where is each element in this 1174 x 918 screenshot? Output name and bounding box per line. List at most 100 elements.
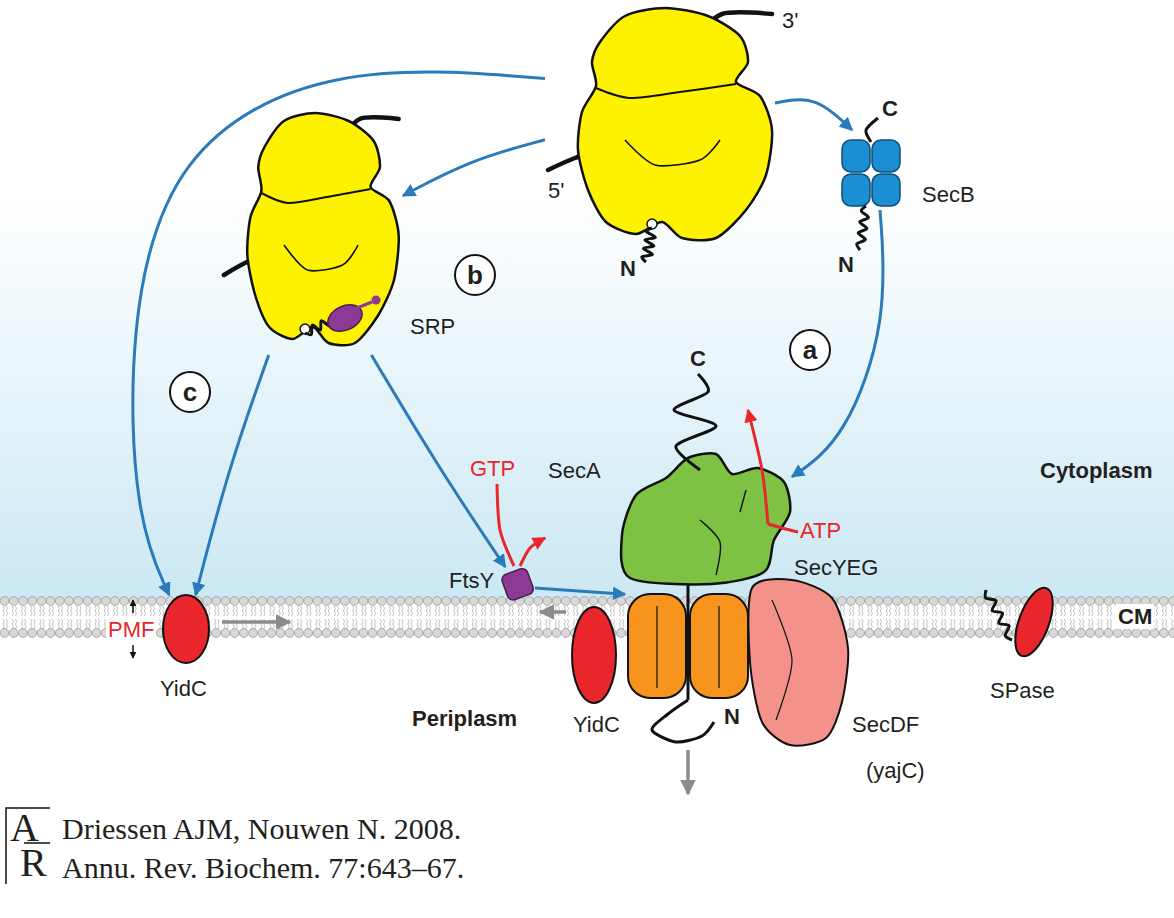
- lipid-head: [617, 629, 626, 638]
- lipid-head: [543, 629, 552, 638]
- secy-half: [628, 594, 686, 698]
- lipid-head: [1159, 629, 1168, 638]
- lipid-head: [957, 597, 966, 606]
- lipid-head: [37, 597, 46, 606]
- lipid-head: [37, 629, 46, 638]
- lipid-head: [74, 597, 83, 606]
- ribosome-illustration: [548, 8, 772, 240]
- lipid-head: [9, 629, 18, 638]
- lipid-head: [607, 597, 616, 606]
- pathway-arrow: [535, 588, 625, 594]
- lipid-head: [83, 597, 92, 606]
- lipid-head: [295, 597, 304, 606]
- lipid-head: [580, 597, 589, 606]
- lipid-head: [985, 629, 994, 638]
- lipid-head: [469, 629, 478, 638]
- ribosome: 3'5'N: [545, 5, 775, 250]
- lipid-head: [911, 597, 920, 606]
- lipid-head: [0, 629, 9, 638]
- pathway-letter: a: [789, 329, 831, 371]
- lipid-head: [92, 629, 101, 638]
- lipid-head: [525, 629, 534, 638]
- seca-detail: [700, 520, 720, 575]
- lipid-head: [295, 629, 304, 638]
- signal-sequence: [857, 206, 869, 250]
- lipid-head: [460, 629, 469, 638]
- secyeg-channel: SecYEG: [625, 592, 750, 700]
- lipid-head: [28, 597, 37, 606]
- lipid-head: [65, 629, 74, 638]
- lipid-head: [46, 629, 55, 638]
- part-label: SecYEG: [794, 555, 878, 580]
- lipid-head: [1058, 597, 1067, 606]
- spase-protein: [1008, 583, 1061, 661]
- secb-subunit: [872, 140, 900, 172]
- lipid-head: [966, 597, 975, 606]
- secdf-detail: [772, 600, 792, 720]
- lipid-head: [1132, 629, 1141, 638]
- lipid-head: [230, 629, 239, 638]
- lipid-head: [1104, 597, 1113, 606]
- lipid-head: [423, 629, 432, 638]
- atp-line: [768, 524, 798, 532]
- lipid-head: [451, 597, 460, 606]
- lipid-head: [488, 597, 497, 606]
- secb-subunit: [872, 174, 900, 206]
- lipid-head: [883, 597, 892, 606]
- part-label: (yajC): [866, 758, 925, 783]
- seca-atpase: CSecA: [622, 450, 792, 584]
- movement-arrow: [540, 610, 566, 614]
- lipid-head: [285, 629, 294, 638]
- lipid-head: [55, 629, 64, 638]
- lipid-head: [911, 629, 920, 638]
- lipid-head: [267, 597, 276, 606]
- part-label: SecB: [922, 182, 975, 207]
- lipid-head: [322, 629, 331, 638]
- lipid-head: [589, 597, 598, 606]
- lipid-head: [1003, 597, 1012, 606]
- lipid-head: [479, 629, 488, 638]
- lipid-head: [304, 597, 313, 606]
- lipid-head: [1049, 629, 1058, 638]
- lipid-head: [433, 597, 442, 606]
- lipid-head: [534, 629, 543, 638]
- ribosome-body: [247, 113, 399, 345]
- lipid-head: [414, 629, 423, 638]
- lipid-head: [929, 629, 938, 638]
- lipid-head: [506, 629, 515, 638]
- lipid-head: [948, 597, 957, 606]
- lipid-head: [9, 597, 18, 606]
- lipid-head: [598, 597, 607, 606]
- yidc-protein: [163, 595, 209, 663]
- lipid-head: [479, 597, 488, 606]
- lipid-head: [74, 629, 83, 638]
- lipid-head: [1077, 629, 1086, 638]
- secb-subunit: [842, 174, 870, 206]
- compartment-label: CM: [1116, 604, 1154, 629]
- lipid-head: [966, 629, 975, 638]
- lipid-head: [65, 597, 74, 606]
- srp-rna: [352, 302, 372, 310]
- lipid-head: [1169, 597, 1174, 606]
- part-label: SPase: [990, 678, 1055, 703]
- lipid-head: [359, 629, 368, 638]
- lipid-head: [837, 597, 846, 606]
- gtp-line: [497, 484, 514, 566]
- lipid-head: [1095, 597, 1104, 606]
- lipid-head: [561, 629, 570, 638]
- lipid-head: [120, 597, 129, 606]
- publisher-logo: R: [20, 843, 47, 883]
- lipid-head: [313, 597, 322, 606]
- lipid-head: [212, 629, 221, 638]
- lipid-head: [111, 597, 120, 606]
- part-label: YidC: [573, 712, 620, 737]
- citation: Driessen AJM, Nouwen N. 2008.: [62, 812, 461, 847]
- lipid-head: [1159, 597, 1168, 606]
- lipid-head: [957, 629, 966, 638]
- lipid-head: [322, 597, 331, 606]
- part-label: 5': [548, 178, 564, 203]
- lipid-head: [341, 629, 350, 638]
- lipid-head: [276, 629, 285, 638]
- lipid-head: [101, 597, 110, 606]
